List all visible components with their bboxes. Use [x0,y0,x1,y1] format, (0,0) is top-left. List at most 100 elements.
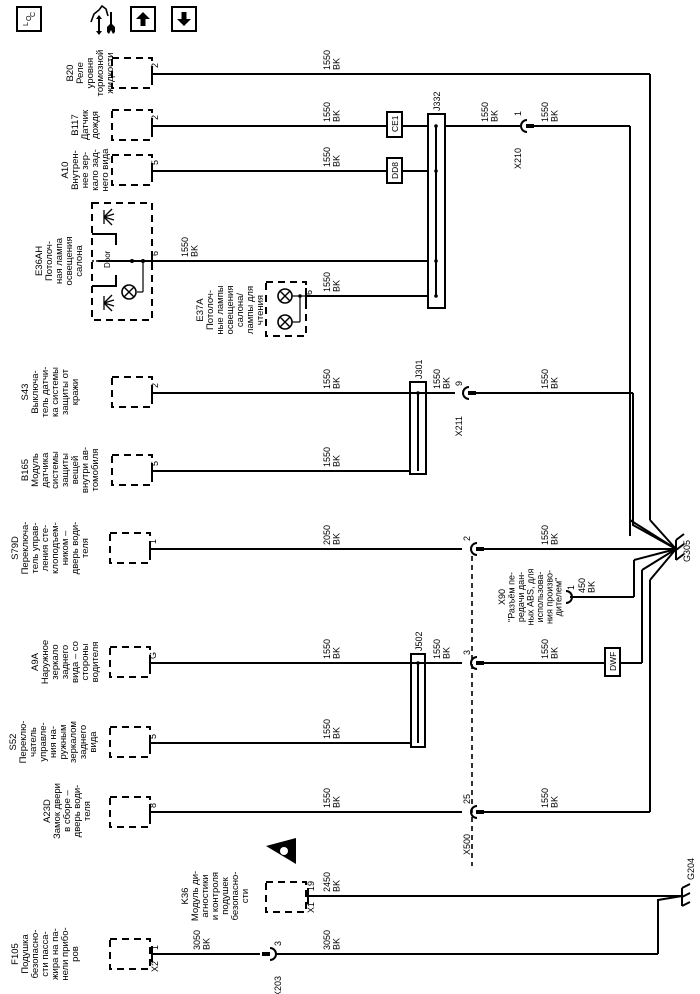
wire-gauge-label: 1550BK [322,369,341,389]
wire-gauge-label: 1550BK [322,272,341,292]
wire-gauge-label: 1550BK [322,102,341,122]
ground-G204-label: G204 [686,858,696,880]
wire-gauge-label: 1550BK [180,237,199,257]
connector-X203-label: X203 [273,976,283,994]
loc-label: L [23,22,30,26]
component-label-S52: S52Переклю-чательуправле-ния на-ружнымзе… [8,721,99,764]
wire-gauge-label: 1550BK [540,788,559,808]
connector-X500-pin25 [470,805,484,819]
component-label-B117: B117Датчикдождя [70,109,101,140]
connector-X500-pin-label: 2 [462,536,472,541]
pin-label: 1 [148,539,158,544]
wire-gauge-label: 1550BK [322,719,341,739]
component-label-K36: K36Модуль ди-агностикии контроляподушекб… [180,871,251,921]
wire-gauge-label: 1550BK [540,369,559,389]
pin-label: 6 [150,251,160,256]
connector-X210-label: X210 [513,148,523,169]
connector-X90-pin: 1 [566,585,576,590]
location-icon: L O C [23,12,37,26]
wire-gauge-label: 2450BK [322,872,341,892]
service-info-button[interactable] [88,4,122,36]
connector-X500-pin-label: 3 [462,650,472,655]
wire-gauge-label: 1550BK [322,788,341,808]
wire-gauge-label: 450BK [577,578,596,593]
wire-gauge-label: 1550BK [480,102,499,122]
svg-text:DWF: DWF [608,652,618,671]
svg-text:O: O [26,15,33,21]
ground-G305-icon [675,533,685,561]
pin-label: 5 [148,734,158,739]
splice-J332-label: J332 [432,91,442,111]
wire-gauge-label: 1550BK [322,639,341,659]
wire-gauge-label: 1550BK [432,369,451,389]
wire-labels: 1550BK 1550BK 1550BK 1550BK 1550BK 1550BK 1550… [180,50,596,994]
component-label-S79D: S79DПереключа-тель управ-ления сте-клопо… [10,522,91,575]
pin-label: 2 [150,63,160,68]
pin-label: 19 [306,881,316,891]
wire-gauge-label: 1550BK [322,447,341,467]
connector-X211 [462,386,476,400]
light-burst-icon [103,294,115,312]
component-F105[interactable]: 1 X2 [109,938,160,972]
wire-gauge-label: 1550BK [540,639,559,659]
arrow-up-icon [136,12,150,26]
connector-X210-pin: 1 [513,111,523,116]
lamp-icon [277,314,293,330]
lamp-icon [277,288,293,304]
splice-J332 [427,113,446,309]
wire-gauge-label: 3050BK [322,930,341,950]
component-label-A23D: A23DЗамок дверив сборе –дверь води-теля [42,783,93,839]
connector-X500-pin2 [470,542,484,556]
connector-X500-pin3 [470,656,484,670]
component-label-B165: B165Модульдатчикасистемызащитывещейвнутр… [20,447,101,493]
wire-gauge-label: 1550BK [432,639,451,659]
pin-label: G [148,652,158,659]
component-E37A[interactable]: 6 [265,281,314,337]
wire-gauge-label: 3050BK [192,930,211,950]
svg-text:DD8: DD8 [390,162,400,179]
pin-label: 5 [150,461,160,466]
connector-X500-pin-label: 25 [462,794,472,804]
connector-label: X1 [306,902,316,913]
wire-gauge-label: 1550BK [322,50,341,70]
option-DWF: DWF [604,647,621,677]
svg-text:C: C [30,12,37,17]
component-labels: B20РелеуровнятормознойжидкостиB117Датчик… [8,50,266,981]
option-DD8: DD8 [386,157,403,184]
ground-G305-fan [629,393,677,581]
component-label-F105: F105Подушкабезопасно-сти пасса-жира на п… [10,927,81,980]
connector-X90-label: X90"Разъём пе-редачи дан-ных ABS, дляисп… [497,568,564,625]
connector-X203-pin: 3 [273,941,283,946]
wire-gauge-label: 1550BK [540,525,559,545]
svg-text:CE1: CE1 [390,115,400,132]
pin-label: 2 [150,115,160,120]
connector-X210 [520,119,534,133]
arrow-down-icon [177,12,191,26]
pin-label: 8 [148,803,158,808]
light-burst-icon [103,208,115,226]
component-E36AH[interactable]: Door 6 [91,202,160,321]
ground-G204-icon [681,883,691,907]
ground-G305-label: G305 [682,540,692,562]
pin-label: 6 [304,290,314,295]
option-CE1: CE1 [386,111,403,138]
location-button[interactable]: L O C [16,6,42,32]
door-label: Door [103,250,112,268]
splice-J502-label: J502 [414,631,424,651]
wire-gauge-label: 1550BK [322,147,341,167]
splice-J301 [409,381,427,475]
connector-X211-pin: 9 [454,381,464,386]
component-label-A10: A10Внутрен-нее зер-кало зад-него вида [60,148,111,192]
wire-gauge-label: 1550BK [540,102,559,122]
connector-X211-label: X211 [454,416,464,436]
component-label-A9A: A9AНаружноезеркалозаднеговида – состорон… [30,640,101,684]
page-down-button[interactable] [171,6,197,32]
connector-label: X2 [150,961,160,972]
pin-label: 2 [150,383,160,388]
connector-X203 [262,947,277,961]
pin-label: 1 [150,945,160,950]
service-info-icon [90,4,115,35]
component-label-B20: B20Релеуровнятормознойжидкости [65,50,116,97]
page-up-button[interactable] [130,6,156,32]
